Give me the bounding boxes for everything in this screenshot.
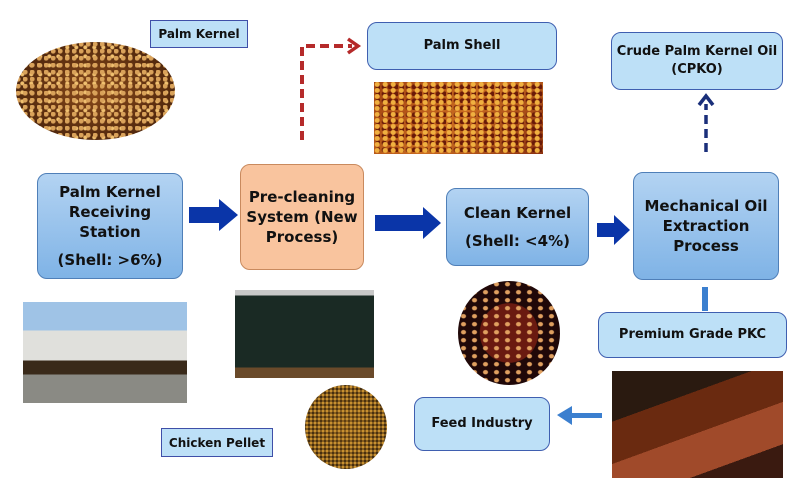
node-mechanical-oil-extraction: Mechanical Oil Extraction Process [633, 172, 779, 280]
pkc-warehouse-photo [612, 371, 783, 478]
chicken-pellet-photo [305, 385, 387, 469]
node-precleaning-system: Pre-cleaning System (New Process) [240, 164, 364, 270]
node-clean-kernel: Clean Kernel (Shell: <4%) [446, 188, 589, 266]
node-line: Crude Palm Kernel Oil [616, 44, 778, 59]
node-line: Palm Kernel [59, 183, 161, 201]
receiving-station-photo [23, 302, 187, 403]
node-premium-grade-pkc: Premium Grade PKC [598, 312, 787, 358]
node-feed-industry: Feed Industry [414, 397, 550, 451]
node-subtitle: (Shell: >6%) [57, 251, 163, 269]
arrow-receiving-to-precleaning [189, 199, 238, 231]
node-subtitle: (Shell: <4%) [465, 232, 570, 250]
node-line: (CPKO) [671, 62, 723, 77]
node-line: Receiving [68, 203, 152, 221]
label-chicken-pellet: Chicken Pellet [161, 428, 273, 457]
arrow-head-cpko [697, 93, 715, 107]
arrow-pkc-to-feed [557, 406, 602, 425]
arrow-clean-to-extraction [597, 215, 630, 245]
node-palm-shell: Palm Shell [367, 22, 557, 70]
precleaning-plant-photo [235, 290, 374, 378]
palm-shell-photo [374, 82, 543, 154]
node-line: Process) [265, 228, 339, 246]
label-text: Chicken Pellet [168, 435, 266, 450]
node-title: Clean Kernel [463, 204, 572, 222]
node-cpko: Crude Palm Kernel Oil (CPKO) [611, 32, 783, 90]
node-line: System (New [246, 208, 358, 226]
node-line: Station [79, 223, 141, 241]
palm-kernel-photo [16, 42, 175, 140]
node-title: Premium Grade PKC [618, 327, 767, 342]
node-title: Palm Shell [423, 38, 501, 53]
arrow-head-shell [346, 37, 362, 55]
node-line: Process [673, 237, 739, 255]
node-line: Extraction [662, 217, 750, 235]
label-palm-kernel: Palm Kernel [150, 20, 248, 48]
node-title: Feed Industry [431, 416, 533, 431]
clean-kernel-photo [458, 281, 560, 385]
connector-extraction-to-pkc [702, 287, 708, 311]
node-receiving-station: Palm Kernel Receiving Station (Shell: >6… [37, 173, 183, 279]
arrow-precleaning-to-clean [375, 207, 441, 239]
node-line: Pre-cleaning [248, 188, 356, 206]
label-text: Palm Kernel [158, 27, 240, 41]
node-line: Mechanical Oil [644, 197, 768, 215]
arrow-precleaning-to-shell [300, 44, 352, 140]
